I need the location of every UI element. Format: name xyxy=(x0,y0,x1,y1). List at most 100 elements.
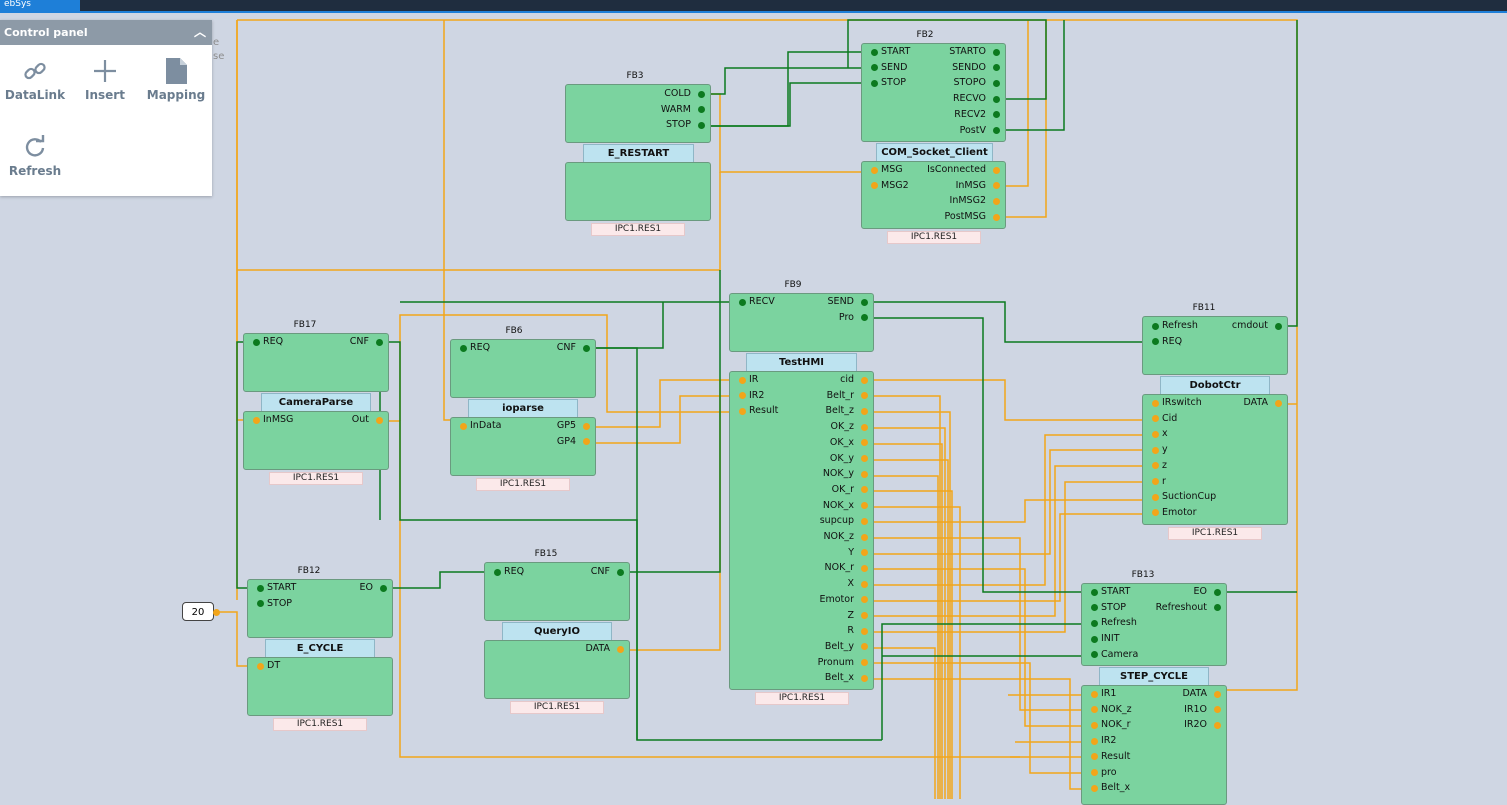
fb13-data-in-port-dot[interactable] xyxy=(1091,690,1098,698)
mapping-tool[interactable]: Mapping xyxy=(141,54,211,102)
fb13-event-in-port-dot[interactable] xyxy=(1091,635,1098,643)
fb9-data-out-port-dot[interactable] xyxy=(861,486,868,494)
fb9-data-out-port-dot[interactable] xyxy=(861,423,868,431)
fb13-data-in-port-dot[interactable] xyxy=(1091,769,1098,776)
fb13-data-out-port-dot[interactable] xyxy=(1214,721,1221,729)
fb9-data-out-port-dot[interactable] xyxy=(861,580,868,588)
fb9-data-out-port-dot[interactable] xyxy=(861,627,868,635)
insert-tool[interactable]: Insert xyxy=(70,54,140,102)
fb13-data-section[interactable] xyxy=(1081,685,1227,805)
fb15-event-section[interactable] xyxy=(484,562,630,621)
refresh-tool[interactable]: Refresh xyxy=(0,130,70,178)
fb6-event-in-port-dot[interactable] xyxy=(460,344,467,352)
fb9-data-out-port-dot[interactable] xyxy=(861,659,868,667)
fb13-type-label[interactable]: STEP_CYCLE xyxy=(1099,667,1209,686)
fb13-event-in-port-dot[interactable] xyxy=(1091,619,1098,627)
control-panel-header[interactable]: Control panel ︿ xyxy=(0,20,212,45)
fb15-event-in-port-dot[interactable] xyxy=(494,568,501,576)
fb9-data-out-port-dot[interactable] xyxy=(861,455,868,462)
fb9-type-label[interactable]: TestHMI xyxy=(746,353,857,372)
fb9-data-out-port-dot[interactable] xyxy=(861,564,868,572)
fb9-data-in-port-dot[interactable] xyxy=(739,376,746,384)
fb11-data-in-port-dot[interactable] xyxy=(1152,493,1159,501)
fb15-data-section[interactable] xyxy=(484,640,630,699)
fb17-event-out-port-dot[interactable] xyxy=(376,338,383,346)
fb2-event-out-port-dot[interactable] xyxy=(993,95,1000,103)
fb11-event-out-port-dot[interactable] xyxy=(1275,322,1282,330)
fb9-data-out-port-dot[interactable] xyxy=(861,533,868,541)
fb9-event-in-port-dot[interactable] xyxy=(739,298,746,306)
fb6-data-in-port-dot[interactable] xyxy=(460,422,467,430)
fb11-data-out-port-dot[interactable] xyxy=(1275,399,1282,407)
fb17-data-section[interactable] xyxy=(243,411,389,470)
fb9-data-out-port-dot[interactable] xyxy=(861,470,868,478)
fb9-data-out-port-dot[interactable] xyxy=(861,596,868,604)
fb12-data-section[interactable] xyxy=(247,657,393,716)
fb9-data-out-port-dot[interactable] xyxy=(861,407,868,415)
fb9-data-out-port-dot[interactable] xyxy=(861,612,868,619)
fb13-data-in-port-dot[interactable] xyxy=(1091,784,1098,792)
fb12-type-label[interactable]: E_CYCLE xyxy=(265,639,375,658)
fb12-event-in-port-dot[interactable] xyxy=(257,584,264,592)
fb11-data-in-port-dot[interactable] xyxy=(1152,446,1159,454)
fb9-data-out-port-dot[interactable] xyxy=(861,502,868,510)
fb17-event-section[interactable] xyxy=(243,333,389,392)
constant-output-dot[interactable] xyxy=(213,608,220,616)
fb12-data-in-port-dot[interactable] xyxy=(257,662,264,670)
chevron-up-icon[interactable]: ︿ xyxy=(193,25,206,39)
fb11-data-in-port-dot[interactable] xyxy=(1152,399,1159,407)
fb13-data-in-port-dot[interactable] xyxy=(1091,706,1098,714)
fb11-data-in-port-dot[interactable] xyxy=(1152,430,1159,438)
fb11-event-section[interactable] xyxy=(1142,316,1288,375)
fb2-event-out-port-dot[interactable] xyxy=(993,64,1000,72)
fb2-event-in-port-dot[interactable] xyxy=(871,48,878,56)
fb9-event-out-port-dot[interactable] xyxy=(861,298,868,306)
fb2-event-section[interactable] xyxy=(861,43,1006,142)
fb15-type-label[interactable]: QueryIO xyxy=(502,622,612,641)
fb6-data-out-port-dot[interactable] xyxy=(583,438,590,446)
fb2-data-in-port-dot[interactable] xyxy=(871,166,878,174)
fb13-event-in-port-dot[interactable] xyxy=(1091,651,1098,659)
datalink-tool[interactable]: DataLink xyxy=(0,54,70,102)
fb2-type-label[interactable]: COM_Socket_Client xyxy=(876,143,993,162)
fb2-data-in-port-dot[interactable] xyxy=(871,182,878,190)
fb17-data-in-port-dot[interactable] xyxy=(253,416,260,424)
fb3-event-out-port-dot[interactable] xyxy=(698,121,705,129)
fb9-data-out-port-dot[interactable] xyxy=(861,439,868,447)
fb3-data-section[interactable] xyxy=(565,162,711,221)
fb6-data-section[interactable] xyxy=(450,417,596,476)
fb6-data-out-port-dot[interactable] xyxy=(583,422,590,430)
fb9-data-out-port-dot[interactable] xyxy=(861,643,868,651)
fb2-data-section[interactable] xyxy=(861,161,1006,229)
fb9-data-out-port-dot[interactable] xyxy=(861,674,868,682)
fb13-data-in-port-dot[interactable] xyxy=(1091,753,1098,761)
fb13-data-out-port-dot[interactable] xyxy=(1214,706,1221,714)
fb12-event-out-port-dot[interactable] xyxy=(380,584,387,592)
fb13-event-out-port-dot[interactable] xyxy=(1214,588,1221,596)
fb17-data-out-port-dot[interactable] xyxy=(376,416,383,424)
fb9-data-out-port-dot[interactable] xyxy=(861,376,868,384)
fb9-data-in-port-dot[interactable] xyxy=(739,392,746,400)
fb2-data-out-port-dot[interactable] xyxy=(993,182,1000,190)
fb11-data-in-port-dot[interactable] xyxy=(1152,415,1159,423)
fb2-event-in-port-dot[interactable] xyxy=(871,79,878,87)
fb2-event-out-port-dot[interactable] xyxy=(993,111,1000,119)
fb15-event-out-port-dot[interactable] xyxy=(617,568,624,576)
fb9-event-section[interactable] xyxy=(729,293,874,352)
fb11-data-in-port-dot[interactable] xyxy=(1152,462,1159,470)
fb2-event-out-port-dot[interactable] xyxy=(993,79,1000,87)
app-tab[interactable]: ebSys xyxy=(0,0,80,11)
fb2-event-out-port-dot[interactable] xyxy=(993,48,1000,56)
fb9-event-out-port-dot[interactable] xyxy=(861,314,868,322)
fb11-type-label[interactable]: DobotCtr xyxy=(1160,376,1270,395)
fb2-data-out-port-dot[interactable] xyxy=(993,213,1000,221)
fb11-data-in-port-dot[interactable] xyxy=(1152,478,1159,485)
fb13-data-in-port-dot[interactable] xyxy=(1091,721,1098,729)
fb12-event-in-port-dot[interactable] xyxy=(257,600,264,608)
fb2-data-out-port-dot[interactable] xyxy=(993,166,1000,174)
fb9-data-section[interactable] xyxy=(729,371,874,690)
fb13-event-out-port-dot[interactable] xyxy=(1214,604,1221,612)
constant-value[interactable]: 20 xyxy=(182,602,214,621)
fb11-event-in-port-dot[interactable] xyxy=(1152,338,1159,346)
fb17-event-in-port-dot[interactable] xyxy=(253,338,260,346)
